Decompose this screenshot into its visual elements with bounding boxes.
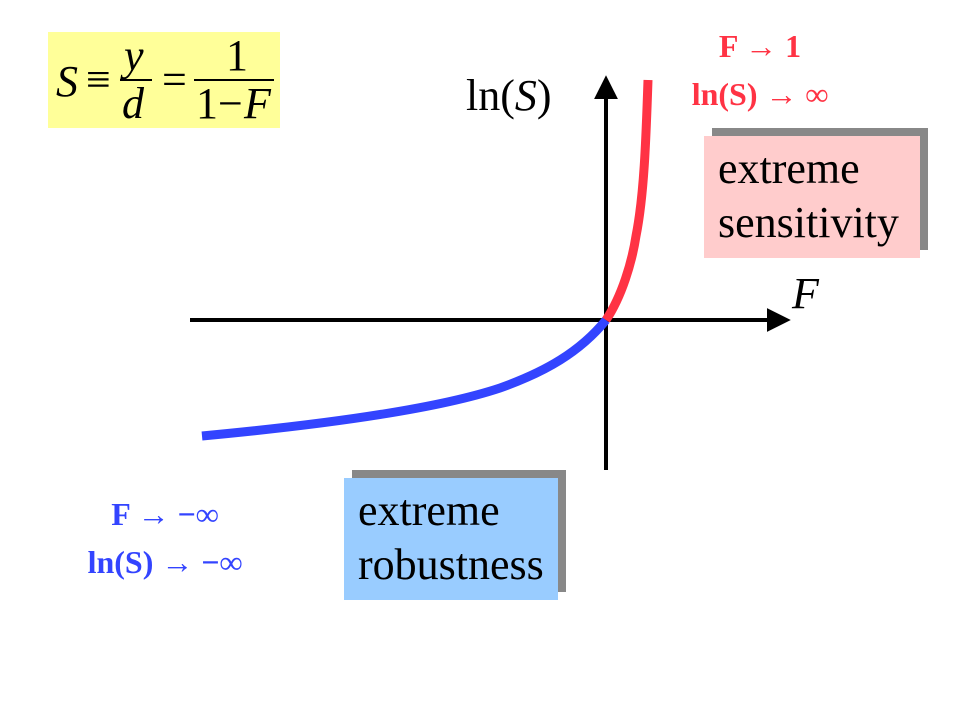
callout-robustness-line1: extreme	[358, 486, 500, 535]
formula-frac2-den-one: 1	[196, 79, 218, 128]
formula-frac2-den-var: F	[244, 79, 271, 128]
callout-extreme-robustness: extreme robustness	[344, 470, 566, 600]
y-axis-label-prefix: ln(	[466, 71, 515, 120]
formula-equals: =	[162, 55, 187, 104]
callout-face	[704, 136, 920, 258]
limit-annotation-bottom: F → −∞ ln(S) → −∞	[60, 490, 270, 586]
formula-frac1-num: y	[124, 31, 144, 80]
x-axis-label: F	[792, 269, 819, 318]
robustness-curve	[201, 317, 610, 441]
callout-extreme-sensitivity: extreme sensitivity	[704, 128, 928, 258]
y-axis-label: ln(S)	[466, 70, 552, 121]
limit-bottom-line2: ln(S) → −∞	[87, 544, 243, 580]
formula-frac1-bar	[120, 79, 152, 81]
limit-bottom-line1: F → −∞	[111, 496, 219, 532]
y-axis-label-var: S	[514, 71, 537, 120]
limit-annotation-top: F → 1 ln(S) → ∞	[660, 22, 860, 118]
sensitivity-curve	[602, 79, 653, 323]
y-axis-label-suffix: )	[536, 71, 552, 120]
formula-lhs: S	[56, 57, 78, 106]
callout-face	[344, 478, 558, 600]
callout-sensitivity-line1: extreme	[718, 144, 860, 193]
formula-frac2-num: 1	[226, 31, 248, 80]
callout-robustness-line2: robustness	[358, 540, 544, 589]
sensitivity-formula: S ≡ y d = 1 1 − F	[48, 31, 280, 128]
limit-top-line1: F → 1	[718, 28, 802, 64]
formula-frac2-den-minus: −	[218, 79, 243, 128]
formula-frac2-bar	[194, 79, 274, 81]
formula-frac1-den: d	[122, 79, 144, 128]
limit-top-line2: ln(S) → ∞	[691, 76, 829, 112]
formula-equiv: ≡	[86, 55, 111, 104]
callout-sensitivity-line2: sensitivity	[718, 198, 899, 247]
